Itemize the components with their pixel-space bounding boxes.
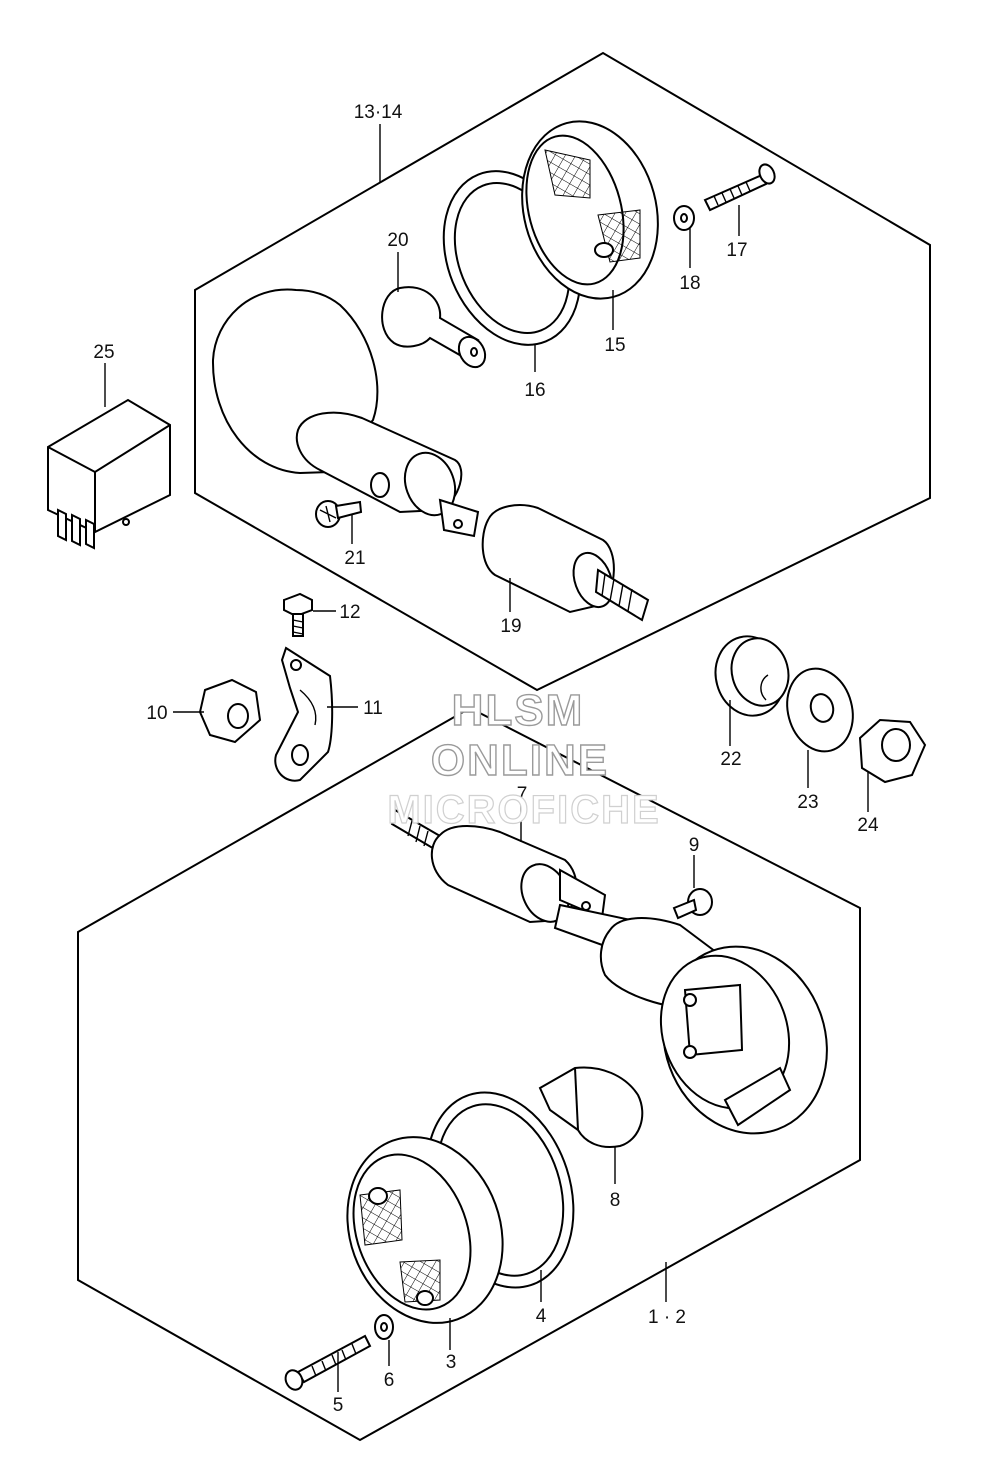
label-23: 23 bbox=[797, 792, 818, 813]
label-11: 11 bbox=[363, 698, 383, 719]
label-3: 3 bbox=[446, 1352, 457, 1373]
washer-23 bbox=[786, 667, 854, 753]
lower-wire-grommet bbox=[390, 808, 607, 924]
lower-small-screw bbox=[672, 888, 713, 920]
lower-bulb bbox=[538, 1066, 644, 1148]
upper-screw bbox=[703, 163, 776, 212]
label-12: 12 bbox=[339, 602, 360, 623]
bolt-12 bbox=[283, 592, 313, 637]
label-22: 22 bbox=[720, 749, 741, 770]
lower-assembly-outline bbox=[77, 706, 861, 1442]
upper-assembly-outline bbox=[194, 51, 931, 692]
upper-lens bbox=[521, 120, 659, 300]
label-25: 25 bbox=[93, 342, 114, 363]
label-5: 5 bbox=[333, 1395, 344, 1416]
label-6: 6 bbox=[384, 1370, 395, 1391]
upper-small-screw bbox=[315, 500, 363, 528]
label-24: 24 bbox=[857, 815, 879, 836]
watermark-line-3: MICROFICHE bbox=[387, 788, 660, 832]
label-17: 17 bbox=[726, 240, 747, 261]
upper-lamp-housing bbox=[211, 288, 480, 538]
label-4: 4 bbox=[536, 1306, 547, 1327]
lower-screw bbox=[284, 1334, 372, 1391]
lower-lamp-housing bbox=[553, 903, 828, 1135]
watermark-line-2: ONLINE bbox=[431, 736, 609, 785]
label-13-14: 13·14 bbox=[354, 102, 403, 123]
label-20: 20 bbox=[387, 230, 408, 251]
upper-wire-grommet bbox=[481, 504, 650, 622]
label-8: 8 bbox=[610, 1190, 621, 1211]
label-9: 9 bbox=[689, 835, 700, 856]
lower-lens bbox=[346, 1136, 504, 1324]
label-18: 18 bbox=[679, 273, 700, 294]
upper-bulb bbox=[381, 286, 487, 369]
label-16: 16 bbox=[524, 380, 545, 401]
label-15: 15 bbox=[604, 335, 625, 356]
label-19: 19 bbox=[500, 616, 521, 637]
watermark-line-1: HLSM bbox=[452, 686, 585, 735]
nut-24 bbox=[858, 718, 927, 784]
label-1-2: 1 · 2 bbox=[648, 1307, 686, 1328]
label-10: 10 bbox=[146, 703, 167, 724]
relay-unit bbox=[47, 398, 171, 550]
label-7: 7 bbox=[517, 784, 528, 805]
spacer-22 bbox=[714, 635, 790, 717]
nut-10 bbox=[198, 678, 262, 744]
label-21: 21 bbox=[344, 548, 365, 569]
leader-lines bbox=[104, 124, 869, 1392]
bracket-11 bbox=[274, 646, 334, 782]
